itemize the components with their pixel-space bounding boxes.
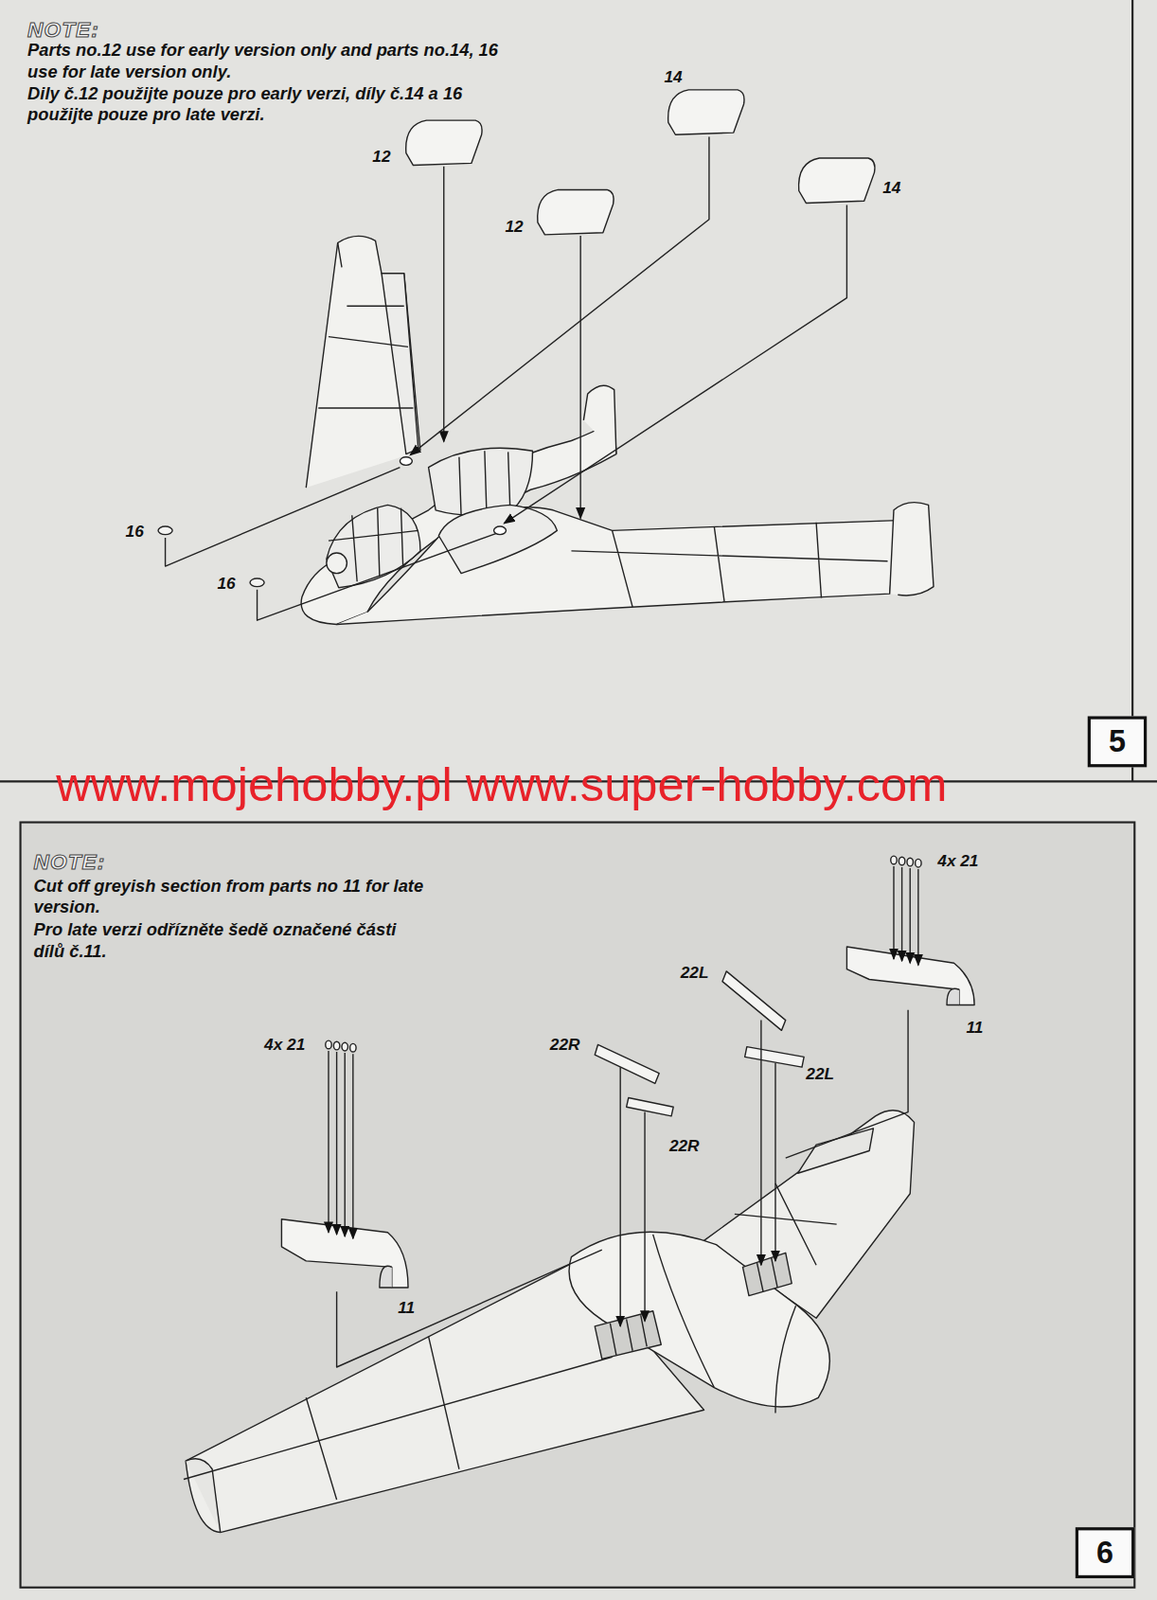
part-number: 4x 21	[937, 851, 979, 872]
part-number: 14	[664, 67, 683, 88]
step-number-box: 5	[1087, 715, 1148, 767]
part-number: 11	[965, 1016, 983, 1037]
aircraft-early-late	[301, 235, 934, 624]
leader-lines	[165, 136, 848, 621]
part-number: 14	[882, 178, 901, 198]
part-number: 16	[217, 573, 236, 594]
note-text: Dily č.12 použijte pouze pro early verzi…	[27, 83, 477, 126]
step-number-box: 6	[1075, 1527, 1136, 1579]
part-number: 12	[504, 215, 523, 236]
aircraft-underside	[183, 1110, 915, 1533]
note-heading: NOTE:	[27, 16, 100, 43]
part-number: 4x 21	[264, 1034, 305, 1055]
part-number: 16	[125, 521, 144, 542]
part-fairings	[158, 89, 875, 588]
note-heading: NOTE:	[34, 849, 107, 876]
part-number: 11	[397, 1298, 415, 1318]
step-number: 5	[1108, 724, 1126, 760]
part-number: 22R	[669, 1135, 700, 1156]
watermark: www.mojehobby.pl www.super-hobby.com	[55, 760, 947, 809]
note-text: Parts no.12 use for early version only a…	[27, 40, 507, 84]
part-number: 12	[372, 146, 391, 167]
leader-lines	[328, 866, 919, 1368]
note-text: Pro late verzi odřízněte šedě označené č…	[34, 920, 432, 963]
part-number: 22L	[680, 962, 710, 983]
part-number: 22R	[550, 1034, 581, 1055]
step-number: 6	[1096, 1535, 1114, 1571]
part-number: 22L	[805, 1064, 835, 1085]
note-text: Cut off greyish section from parts no 11…	[34, 876, 443, 920]
